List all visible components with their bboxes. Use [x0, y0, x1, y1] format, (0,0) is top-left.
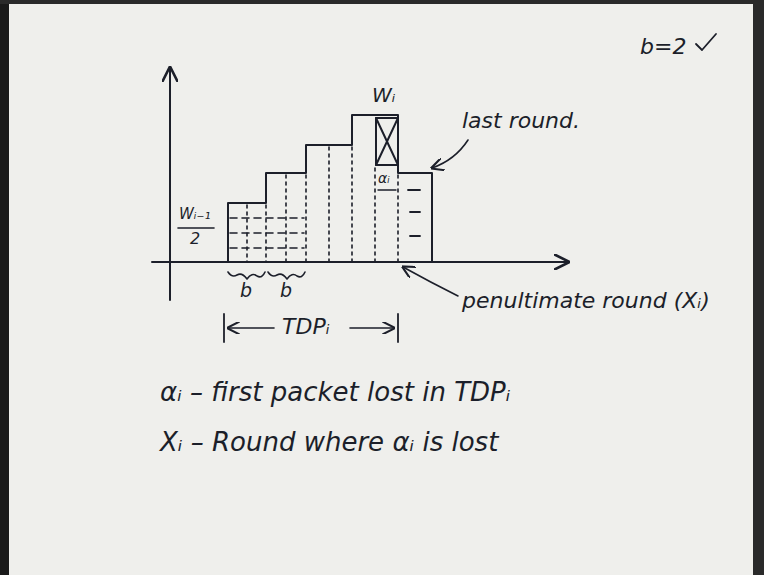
round-width: b	[240, 280, 252, 302]
underline	[378, 189, 396, 190]
leader-line	[432, 140, 468, 168]
check-mark	[696, 34, 716, 50]
span-arrow	[350, 327, 394, 329]
packet-dash	[410, 235, 420, 237]
lost-cross	[376, 118, 398, 165]
round-separator	[305, 175, 307, 262]
packet-row	[230, 217, 304, 219]
frame-edge	[0, 0, 9, 575]
packet-row	[230, 247, 304, 249]
window-label: Wᵢ	[372, 84, 395, 107]
packet-dash	[410, 211, 420, 213]
y-axis	[169, 68, 171, 300]
window-label: 2	[190, 230, 200, 248]
span-bar	[397, 314, 399, 342]
lost-packet-box	[376, 118, 398, 165]
fraction-bar	[178, 227, 214, 229]
leader-line	[403, 267, 458, 296]
frame-edge	[753, 0, 764, 575]
packet-separator	[374, 168, 376, 262]
callout-text: last round.	[462, 108, 580, 133]
packet-separator	[328, 147, 330, 262]
packet-dash	[408, 189, 420, 191]
note: b=2	[640, 34, 686, 59]
round-width: b	[280, 280, 292, 302]
brace	[228, 272, 265, 279]
callout-text: penultimate round (Xᵢ)	[462, 288, 710, 313]
period-label: TDPᵢ	[282, 314, 330, 339]
definition: αᵢ – first packet lost in TDPᵢ	[160, 378, 510, 408]
round-separator	[351, 147, 353, 262]
lost-cross	[376, 118, 398, 165]
packet-row	[230, 232, 304, 234]
window-label: Wᵢ₋₁	[179, 206, 210, 223]
brace	[268, 272, 305, 279]
window-staircase	[228, 115, 432, 262]
x-axis	[152, 261, 568, 263]
definition: Xᵢ – Round where αᵢ is lost	[160, 428, 498, 458]
frame-edge	[0, 0, 764, 4]
packet-label: αᵢ	[378, 170, 390, 186]
round-separator	[397, 175, 399, 262]
span-bar	[223, 314, 225, 342]
span-arrow	[228, 327, 274, 329]
